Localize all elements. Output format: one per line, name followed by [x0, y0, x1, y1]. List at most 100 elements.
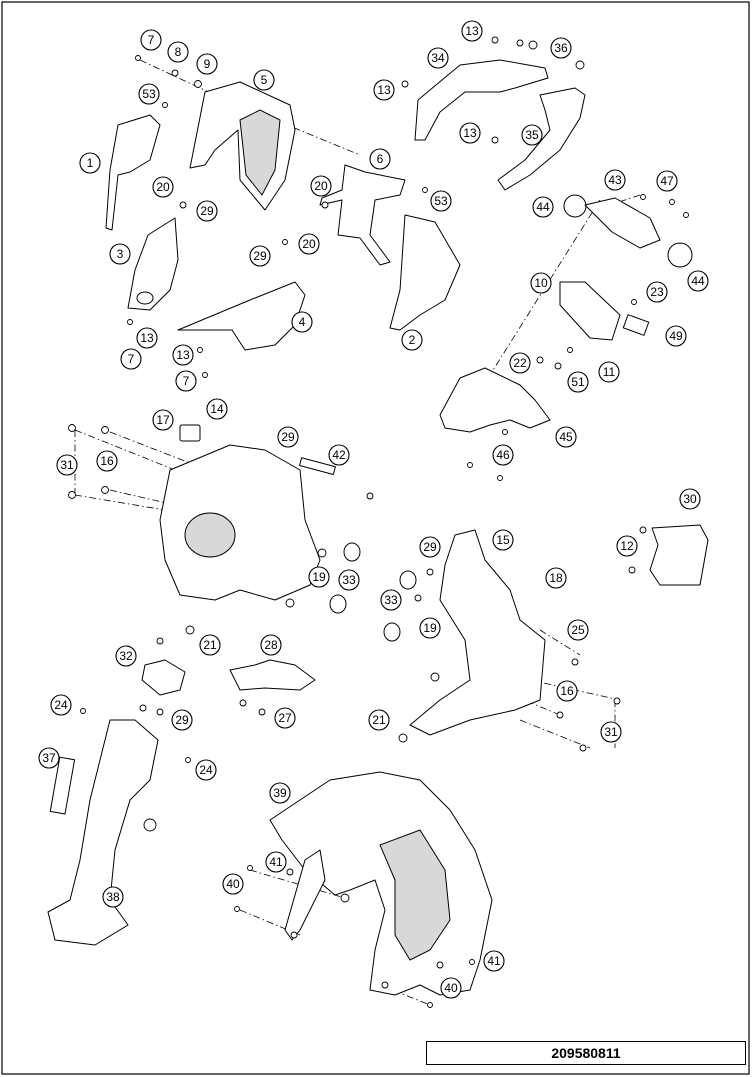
svg-text:25: 25: [571, 623, 585, 637]
svg-text:10: 10: [534, 276, 548, 290]
callout-13: 13: [459, 122, 481, 144]
svg-text:30: 30: [683, 492, 697, 506]
callout-39: 39: [269, 782, 291, 804]
svg-text:53: 53: [142, 87, 156, 101]
callout-47: 47: [656, 170, 678, 192]
callout-19: 19: [419, 617, 441, 639]
svg-text:29: 29: [200, 204, 214, 218]
callout-21: 21: [199, 634, 221, 656]
callout-7: 7: [140, 29, 162, 51]
svg-text:7: 7: [128, 352, 135, 366]
callout-36: 36: [550, 37, 572, 59]
callout-29: 29: [171, 709, 193, 731]
svg-text:20: 20: [156, 180, 170, 194]
callout-1: 1: [79, 152, 101, 174]
drawing-number-box: 209580811: [426, 1041, 746, 1065]
callout-21: 21: [368, 709, 390, 731]
callout-11: 11: [598, 361, 620, 383]
svg-text:53: 53: [434, 194, 448, 208]
part-4-lower-fairing: [177, 281, 306, 351]
callout-14: 14: [206, 398, 228, 420]
part-44-reflector-right: [667, 242, 693, 268]
svg-text:29: 29: [253, 249, 267, 263]
callout-53: 53: [430, 190, 452, 212]
callout-38: 38: [102, 886, 124, 908]
svg-text:40: 40: [444, 981, 458, 995]
part-3-boss: [136, 291, 154, 305]
svg-text:20: 20: [314, 179, 328, 193]
part-1-side-cover: [105, 114, 161, 231]
svg-text:12: 12: [620, 539, 634, 553]
svg-text:16: 16: [100, 454, 114, 468]
svg-text:24: 24: [199, 763, 213, 777]
svg-text:13: 13: [377, 83, 391, 97]
part-2-side-fairing: [389, 214, 461, 331]
svg-text:15: 15: [496, 533, 510, 547]
svg-text:7: 7: [183, 374, 190, 388]
svg-text:49: 49: [669, 329, 683, 343]
svg-text:37: 37: [42, 751, 56, 765]
callout-17: 17: [152, 409, 174, 431]
svg-text:27: 27: [278, 711, 292, 725]
callout-16: 16: [96, 450, 118, 472]
part-39-inner-face: [379, 829, 451, 961]
part-33-spacer-top: [343, 542, 361, 562]
callout-13: 13: [136, 327, 158, 349]
svg-text:28: 28: [264, 638, 278, 652]
part-44-reflector-left: [563, 194, 587, 218]
part-33-spacer-left-a: [399, 570, 417, 590]
callout-53: 53: [138, 83, 160, 105]
callout-42: 42: [328, 444, 350, 466]
svg-text:33: 33: [342, 573, 356, 587]
callout-41: 41: [483, 950, 505, 972]
svg-text:23: 23: [650, 285, 664, 299]
part-14-headlight-housing: [159, 444, 321, 601]
callout-51: 51: [567, 371, 589, 393]
callout-33: 33: [380, 589, 402, 611]
part-38-windshield-mount: [47, 719, 159, 946]
callout-19: 19: [308, 566, 330, 588]
svg-text:4: 4: [299, 315, 306, 329]
part-6-center-mount: [319, 164, 406, 266]
svg-text:13: 13: [176, 348, 190, 362]
svg-text:41: 41: [269, 855, 283, 869]
callout-5: 5: [253, 69, 275, 91]
svg-text:41: 41: [487, 954, 501, 968]
part-3-side-bracket: [127, 217, 179, 311]
callout-28: 28: [260, 634, 282, 656]
svg-text:43: 43: [608, 173, 622, 187]
callout-10: 10: [530, 272, 552, 294]
callout-40: 40: [440, 977, 462, 999]
svg-text:20: 20: [302, 237, 316, 251]
callout-44: 44: [532, 196, 554, 218]
callout-49: 49: [665, 325, 687, 347]
svg-text:24: 24: [54, 698, 68, 712]
callout-13: 13: [373, 79, 395, 101]
hardware: [68, 36, 689, 1008]
callout-18: 18: [545, 567, 567, 589]
callout-41: 41: [265, 851, 287, 873]
svg-text:29: 29: [423, 540, 437, 554]
callout-15: 15: [492, 529, 514, 551]
svg-text:18: 18: [549, 571, 563, 585]
svg-text:44: 44: [691, 274, 705, 288]
callout-35: 35: [521, 124, 543, 146]
callout-43: 43: [604, 169, 626, 191]
svg-text:51: 51: [571, 375, 585, 389]
callout-37: 37: [38, 747, 60, 769]
svg-text:21: 21: [203, 638, 217, 652]
callout-44: 44: [687, 270, 709, 292]
svg-text:13: 13: [140, 331, 154, 345]
callout-7: 7: [120, 348, 142, 370]
callout-13: 13: [461, 20, 483, 42]
svg-text:19: 19: [312, 570, 326, 584]
callout-20: 20: [298, 233, 320, 255]
part-15-headlight-bracket: [409, 529, 546, 736]
part-32-holder: [141, 659, 186, 696]
callout-3: 3: [109, 243, 131, 265]
svg-text:34: 34: [431, 51, 445, 65]
svg-text:17: 17: [156, 413, 170, 427]
svg-text:29: 29: [281, 430, 295, 444]
svg-text:7: 7: [148, 33, 155, 47]
